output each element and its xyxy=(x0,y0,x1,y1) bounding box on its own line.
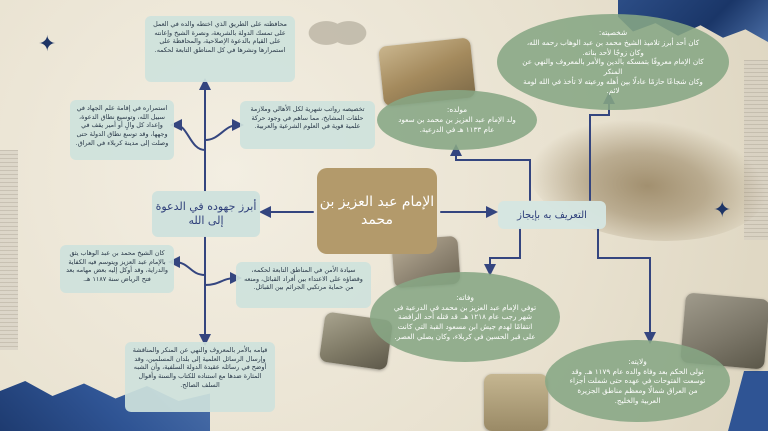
efforts-label: أبرز جهوده في الدعوة إلى الله xyxy=(155,199,257,227)
effort-text: تخصيصه رواتب شهرية لكل الأهالي وملازمة ح… xyxy=(250,105,365,131)
connector xyxy=(589,92,615,201)
death-text: توفي الإمام عبد العزيز بن محمد في الدرعي… xyxy=(393,302,537,341)
effort-text: كان الشيخ محمد بن عبد الوهاب يثق بالإمام… xyxy=(66,249,168,283)
reign-title: ولايته: xyxy=(628,356,647,366)
connector xyxy=(204,119,244,141)
effort-box[interactable]: كان الشيخ محمد بن عبد الوهاب يثق بالإمام… xyxy=(60,245,174,293)
effort-box[interactable]: محافظته على الطريق الذي اختطه والده في ا… xyxy=(145,16,295,82)
birth-node[interactable]: مولده: ولد الإمام عبد العزيز بن محمد بن … xyxy=(377,90,537,150)
brief-introduction-label: التعريف به بإيجاز xyxy=(517,209,587,221)
effort-box[interactable]: قيامه بالأمر بالمعروف والنهي عن المنكر و… xyxy=(125,342,275,412)
compass-star-icon: ✦ xyxy=(713,198,732,223)
connector xyxy=(170,119,206,151)
connector xyxy=(597,227,656,344)
personality-title: شخصيته: xyxy=(598,27,628,37)
personality-line: وكان شجاعًا حازمًا عادلًا بين أهله ورعيت… xyxy=(523,76,703,96)
connector xyxy=(450,144,531,201)
personality-line: كان الإمام معروفًا بتمسكه بالدين والأمر … xyxy=(522,57,704,76)
effort-text: محافظته على الطريق الذي اختطه والده في ا… xyxy=(153,20,287,54)
efforts-node[interactable]: أبرز جهوده في الدعوة إلى الله xyxy=(152,191,260,237)
personality-node[interactable]: شخصيته: كان أحد أبرز تلاميذ الشيخ محمد ب… xyxy=(497,14,729,110)
effort-box[interactable]: استمراره في إقامة علم الجهاد في سبيل الل… xyxy=(70,100,174,160)
effort-text: قيامه بالأمر بالمعروف والنهي عن المنكر و… xyxy=(132,346,268,389)
birth-title: مولده: xyxy=(446,105,468,115)
birth-text: ولد الإمام عبد العزيز بن محمد بن سعود عا… xyxy=(398,115,516,134)
compass-star-icon: ✦ xyxy=(38,32,57,57)
connector xyxy=(484,227,521,276)
effort-text: سيادة الأمن في المناطق التابعة لحكمه، وق… xyxy=(244,266,363,292)
mosque-painting-image xyxy=(484,374,548,431)
central-topic-node[interactable]: الإمام عبد العزيز بن محمد xyxy=(317,168,437,254)
effort-text: استمراره في إقامة علم الجهاد في سبيل الل… xyxy=(75,104,169,147)
connector xyxy=(204,272,242,286)
newsprint-strip xyxy=(0,150,18,350)
death-node[interactable]: وفاته: توفي الإمام عبد العزيز بن محمد في… xyxy=(370,272,560,362)
butterfly-sketch-image xyxy=(300,6,375,66)
central-topic-label: الإمام عبد العزيز بن محمد xyxy=(319,193,435,228)
reign-node[interactable]: ولايته: تولى الحكم بعد وفاة والده عام ١١… xyxy=(545,340,730,422)
effort-box[interactable]: سيادة الأمن في المناطق التابعة لحكمه، وق… xyxy=(236,262,371,308)
death-title: وفاته: xyxy=(456,292,474,302)
effort-box[interactable]: تخصيصه رواتب شهرية لكل الأهالي وملازمة ح… xyxy=(240,101,375,149)
reign-text: تولى الحكم بعد وفاة والده عام ١١٧٩ هـ. و… xyxy=(569,366,706,405)
connector xyxy=(168,256,206,276)
brief-introduction-node[interactable]: التعريف به بإيجاز xyxy=(498,201,606,229)
personality-line: كان أحد أبرز تلاميذ الشيخ محمد بن عبد ال… xyxy=(526,37,700,57)
